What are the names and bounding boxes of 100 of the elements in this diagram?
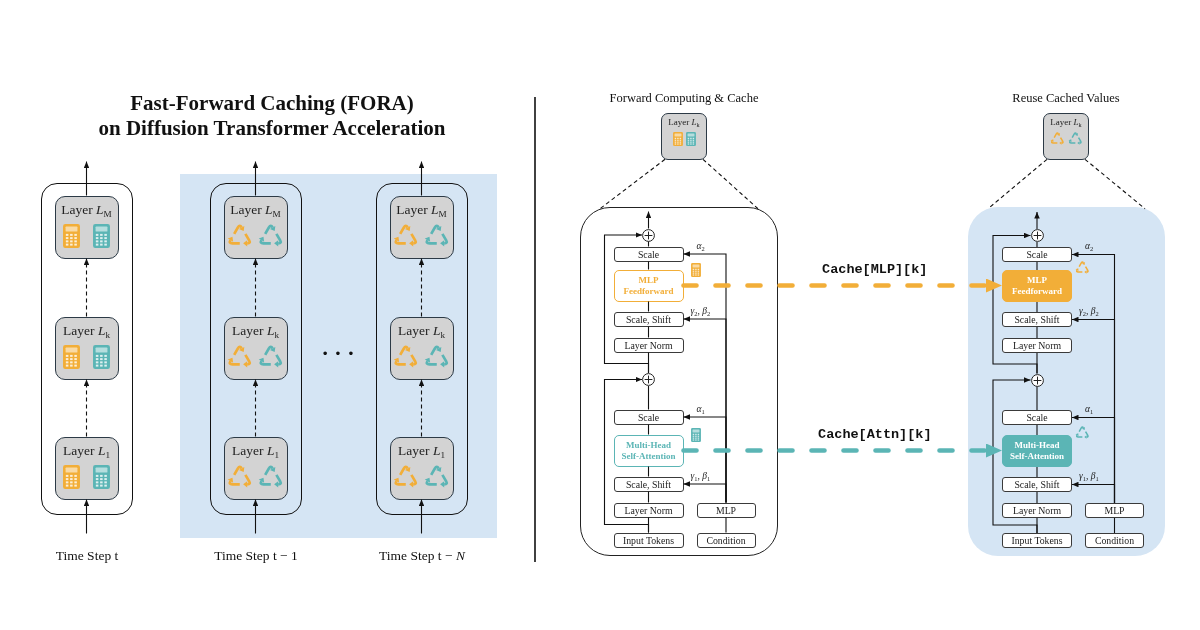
edge-label: α$_{2}$ <box>1085 241 1094 252</box>
edge-label: γ$_{1}$, β$_{1}$ <box>1079 471 1099 482</box>
process-box: MLP Feedforward <box>1002 270 1072 302</box>
process-box: Multi-Head Self-Attention <box>613 434 684 467</box>
connector-line <box>1036 301 1038 313</box>
dashed-connector-line <box>1084 158 1146 210</box>
dashed-arrow <box>83 378 90 438</box>
block-panel <box>968 207 1165 556</box>
layer-label: Layer L$_{1}$ <box>63 442 110 459</box>
dashed-arrow <box>418 257 425 318</box>
connector-line <box>1036 424 1038 436</box>
dashed-arrow <box>418 378 425 438</box>
dashed-arrow <box>681 443 1002 458</box>
arrow <box>418 160 425 197</box>
time-step-label: Time Step t <box>54 548 120 564</box>
layer-label: Layer L$_{k}$ <box>1050 117 1082 128</box>
dashed-connector-line <box>702 158 759 210</box>
process-box: Scale <box>1002 410 1072 425</box>
edge-label: Cache[Attn][k] <box>818 426 932 443</box>
edge-label: γ$_{1}$, β$_{1}$ <box>690 470 711 482</box>
connector-line <box>647 325 650 339</box>
diagram-title: Fast-Forward Caching (FORA) on Diffusion Transformer Acceleration <box>97 91 447 141</box>
process-box: MLP Feedforward <box>613 269 684 302</box>
arrow <box>1034 211 1040 230</box>
process-box: Layer Norm <box>613 337 684 353</box>
layer-box <box>54 195 119 259</box>
connector-line <box>1036 491 1038 504</box>
connector-line <box>647 490 650 504</box>
process-box: Scale <box>613 409 684 425</box>
sum-junction <box>1030 373 1044 387</box>
connector-line <box>647 385 650 411</box>
time-step-label: Time Step t − N <box>378 548 467 564</box>
dashed-arrow <box>83 257 90 318</box>
connector-line <box>725 516 727 534</box>
dashed-connector-line <box>987 158 1048 210</box>
layer-label: Layer L$_{k}$ <box>63 322 110 339</box>
process-box: Input Tokens <box>1002 533 1072 548</box>
time-step-frame <box>376 183 468 515</box>
sum-junction <box>642 373 655 386</box>
arrow <box>252 498 259 535</box>
connector-line <box>647 423 650 436</box>
edge-label: γ$_{2}$, β$_{2}$ <box>1079 306 1099 317</box>
process-box: Multi-Head Self-Attention <box>1002 435 1072 467</box>
edge-label: α$_{1}$ <box>1085 404 1094 415</box>
connector-line <box>1036 385 1038 411</box>
connector-line <box>647 465 650 478</box>
process-box: Scale, Shift <box>613 311 684 327</box>
connector-line <box>647 260 650 271</box>
process-box: Scale, Shift <box>613 476 684 492</box>
connector-line <box>647 300 650 313</box>
layer-box <box>223 436 288 500</box>
layer-label: Layer L$_{M}$ <box>230 201 281 218</box>
process-box: MLP <box>1085 503 1144 518</box>
arrow <box>83 498 90 535</box>
process-box: Layer Norm <box>613 502 684 518</box>
arrow <box>83 160 90 197</box>
process-box: Layer Norm <box>1002 503 1072 518</box>
arrow <box>682 251 727 504</box>
arrow <box>603 376 650 534</box>
sum-junction <box>642 228 655 242</box>
edge-label: γ$_{2}$, β$_{2}$ <box>690 305 711 317</box>
process-box: Scale, Shift <box>1002 312 1072 327</box>
edge-label: α$_{2}$ <box>696 240 705 252</box>
process-box: Condition <box>1085 533 1144 548</box>
process-box: MLP <box>696 502 756 518</box>
ellipsis: · · · <box>321 342 355 364</box>
dashed-arrow <box>252 257 259 318</box>
process-box: Scale <box>1002 247 1072 262</box>
dashed-arrow <box>252 378 259 438</box>
process-box: Condition <box>696 532 756 548</box>
block-panel <box>580 207 778 556</box>
layer-box <box>54 436 119 500</box>
layer-box <box>1043 113 1089 160</box>
time-step-label: Time Step t − 1 <box>213 548 299 564</box>
sum-junction <box>1030 229 1044 242</box>
time-step-frame <box>41 183 133 515</box>
layer-box <box>661 113 707 160</box>
layer-label: Layer L$_{M}$ <box>61 201 112 218</box>
layer-label: Layer L$_{M}$ <box>396 201 447 218</box>
arrow <box>603 232 650 374</box>
arrow <box>418 498 425 535</box>
layer-box <box>389 316 454 380</box>
layer-box <box>54 316 119 380</box>
layer-label: Layer L$_{k}$ <box>668 117 700 128</box>
dashed-arrow <box>681 278 1002 293</box>
process-box: Scale, Shift <box>1002 477 1072 492</box>
arrow <box>252 160 259 197</box>
layer-label: Layer L$_{k}$ <box>398 322 445 339</box>
layer-label: Layer L$_{1}$ <box>398 442 445 459</box>
layer-box <box>223 195 288 259</box>
edge-label: α$_{1}$ <box>696 403 705 415</box>
layer-label: Layer L$_{k}$ <box>232 322 279 339</box>
layer-box <box>389 195 454 259</box>
arrow <box>645 210 652 230</box>
connector-line <box>1113 517 1116 534</box>
arrow <box>992 232 1038 375</box>
connector-line <box>1036 466 1038 478</box>
layer-box <box>389 436 454 500</box>
process-box: Layer Norm <box>1002 338 1072 353</box>
connector-line <box>647 240 650 248</box>
